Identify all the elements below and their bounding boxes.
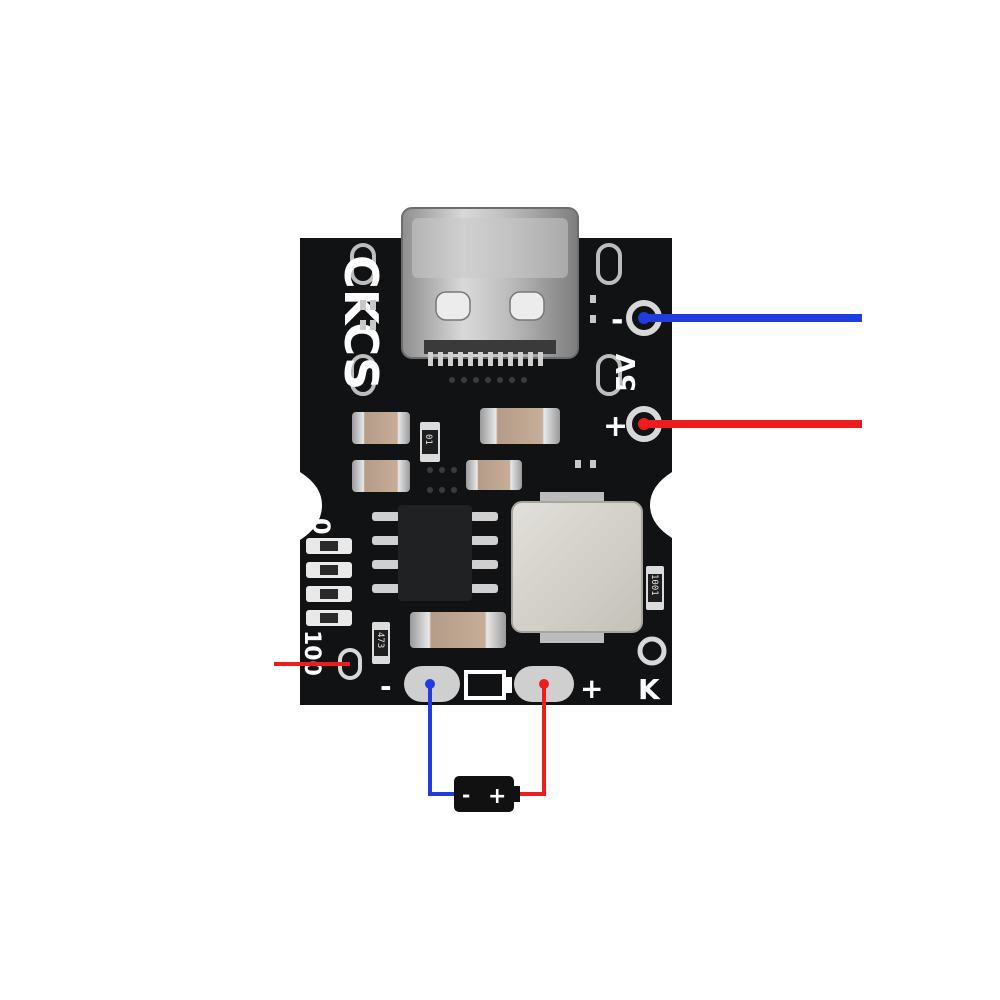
battery-minus-label: - xyxy=(380,670,392,703)
resistor-top-code: 01 xyxy=(423,434,433,445)
resistor-left: 473 xyxy=(372,622,390,664)
resistor-right-code: 1001 xyxy=(649,574,659,596)
level-high-label: 100 xyxy=(299,630,324,676)
capacitor-mid-right xyxy=(466,460,522,490)
capacitor-mid-left xyxy=(352,460,410,492)
small-smd-pads xyxy=(360,295,596,468)
battery-icon-minus: - xyxy=(462,783,470,807)
output-minus-label: - xyxy=(611,303,623,338)
battery-silkscreen-icon xyxy=(464,670,512,700)
led-indicator-column xyxy=(306,538,352,626)
battery-plus-label: + xyxy=(580,672,603,705)
led-indicator xyxy=(306,586,352,602)
battery-icon: - + xyxy=(454,776,520,812)
battery-icon-plus: + xyxy=(488,784,506,809)
resistor-left-code: 473 xyxy=(375,632,385,648)
vias xyxy=(427,377,527,493)
capacitor-bottom xyxy=(410,612,506,648)
output-wires xyxy=(644,314,862,428)
usb-c-pins xyxy=(428,352,543,366)
resistor-top: 01 xyxy=(420,422,440,462)
capacitor-top-right xyxy=(480,408,560,444)
output-voltage-label: 5V xyxy=(612,354,642,392)
inductor xyxy=(511,492,643,643)
capacitor-top-left xyxy=(352,412,410,444)
output-plus-label: + xyxy=(603,409,628,444)
key-label: K xyxy=(638,673,661,706)
charging-ic xyxy=(372,505,498,601)
resistor-right: 1001 xyxy=(646,566,664,610)
level-low-label: 0 xyxy=(307,518,335,535)
battery-negative-wire xyxy=(428,684,456,796)
battery-positive-wire xyxy=(518,684,546,796)
led-indicator xyxy=(306,562,352,578)
usb-c-connector[interactable] xyxy=(401,207,579,366)
key-pad[interactable] xyxy=(637,636,667,666)
mounting-slots xyxy=(350,243,622,396)
led-indicator xyxy=(306,610,352,626)
led-indicator xyxy=(306,538,352,554)
